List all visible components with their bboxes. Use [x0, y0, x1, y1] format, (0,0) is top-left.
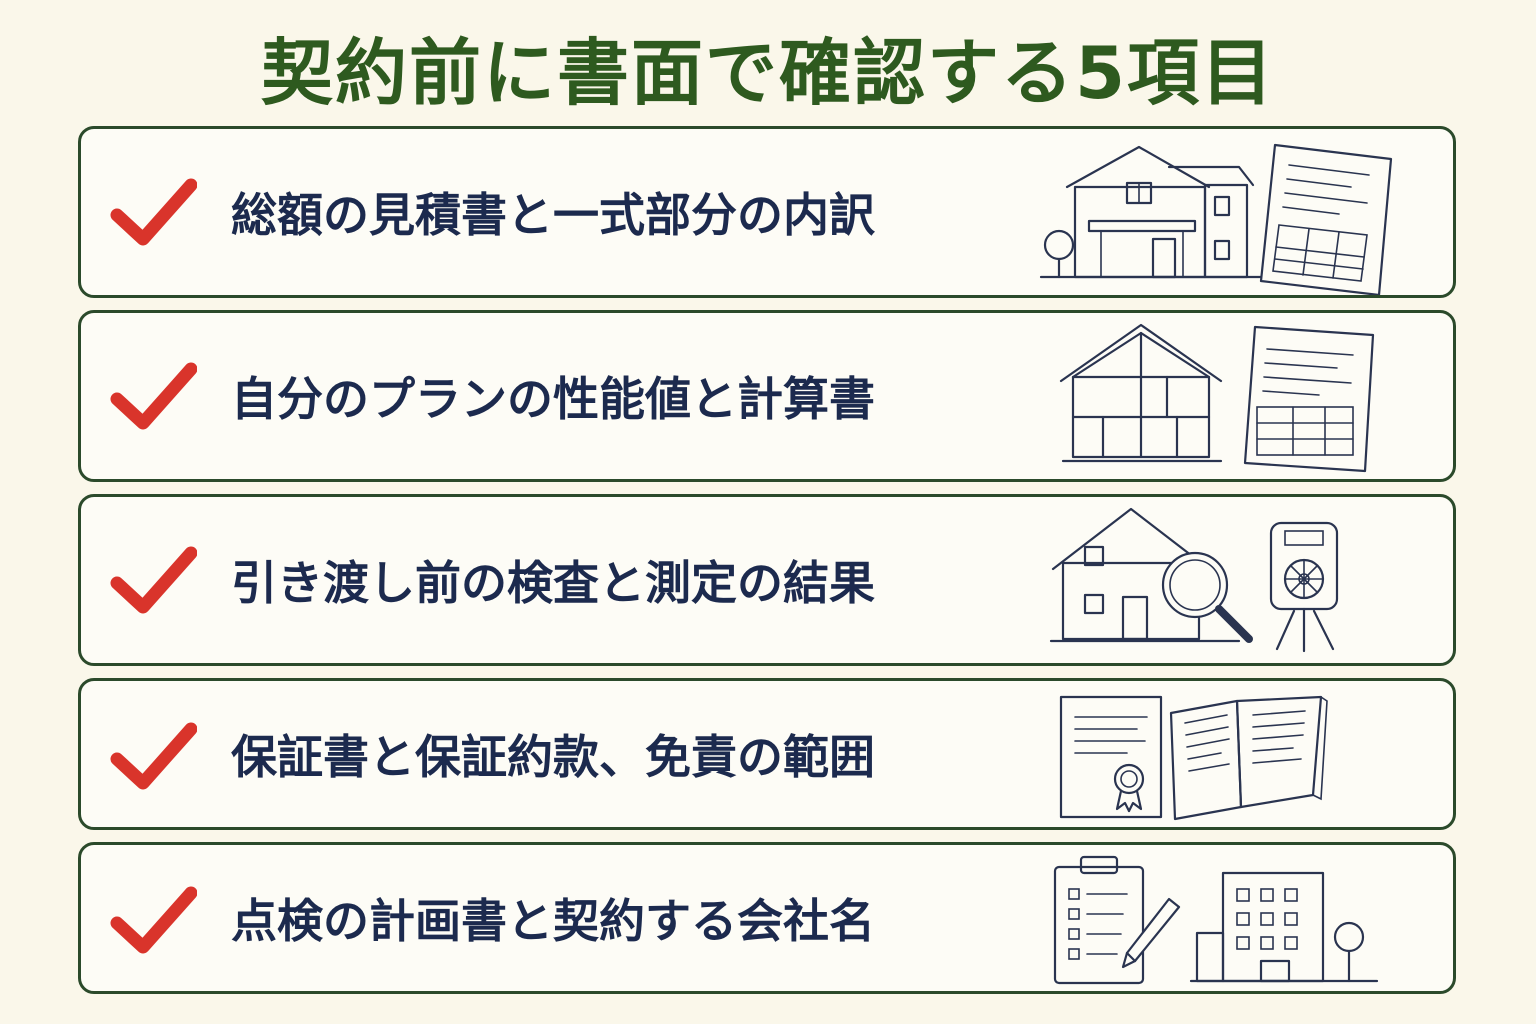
- check-icon: [110, 886, 197, 954]
- check-icon: [110, 722, 197, 790]
- house-magnifier-and-measuring-device-icon: [1049, 507, 1339, 653]
- item-label: 保証書と保証約款、免責の範囲: [231, 730, 875, 784]
- check-icon: [110, 546, 197, 614]
- check-icon: [110, 362, 197, 430]
- item-label: 引き渡し前の検査と測定の結果: [231, 556, 875, 610]
- page-title: 契約前に書面で確認する5項目: [260, 31, 1276, 115]
- certificate-and-open-booklet-icon: [1059, 695, 1328, 821]
- item-label: 自分のプランの性能値と計算書: [231, 372, 875, 426]
- checklist-item-3: 引き渡し前の検査と測定の結果: [78, 494, 1456, 666]
- item-label: 点検の計画書と契約する会社名: [231, 894, 875, 948]
- house-and-estimate-document-icon: [1039, 143, 1393, 295]
- house-plan-and-calculation-sheet-icon: [1059, 323, 1375, 473]
- checklist-item-4: 保証書と保証約款、免責の範囲: [78, 678, 1456, 830]
- checklist-item-1: 総額の見積書と一式部分の内訳: [78, 126, 1456, 298]
- checklist-item-2: 自分のプランの性能値と計算書: [78, 310, 1456, 482]
- item-label: 総額の見積書と一式部分の内訳: [231, 188, 875, 242]
- check-icon: [110, 178, 197, 246]
- checklist-item-5: 点検の計画書と契約する会社名: [78, 842, 1456, 994]
- clipboard-checklist-and-company-building-icon: [1053, 855, 1379, 985]
